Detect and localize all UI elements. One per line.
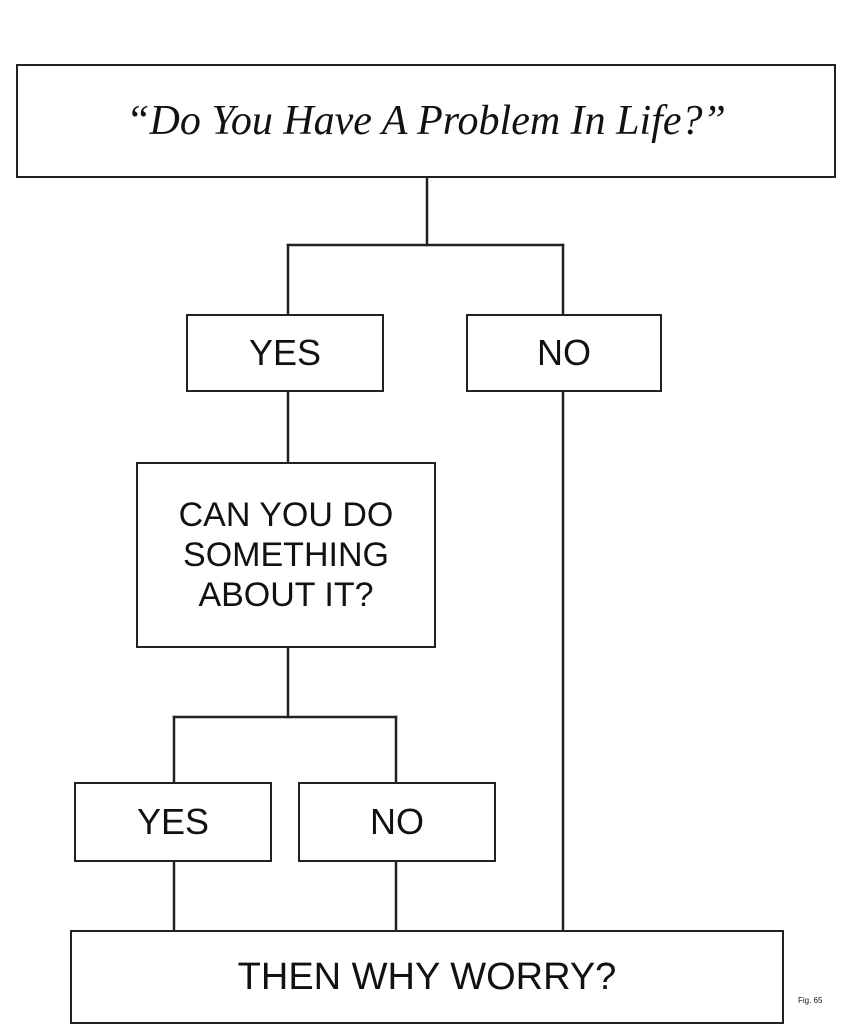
sub-yes-box: YES bbox=[74, 782, 272, 862]
title-text: “Do You Have A Problem In Life?” bbox=[126, 98, 726, 144]
title-box: “Do You Have A Problem In Life?” bbox=[16, 64, 836, 178]
figure-label: Fig. 65 bbox=[798, 996, 823, 1005]
sub-yes-label: YES bbox=[136, 801, 210, 842]
sub-no-label: NO bbox=[370, 801, 424, 842]
no-box: NO bbox=[466, 314, 662, 392]
sub-no-box: NO bbox=[298, 782, 496, 862]
conclusion-box: THEN WHY WORRY? bbox=[70, 930, 784, 1024]
yes-label: YES bbox=[248, 332, 322, 373]
question-box: CAN YOU DO SOMETHING ABOUT IT? bbox=[136, 462, 436, 648]
yes-box: YES bbox=[186, 314, 384, 392]
question-text: CAN YOU DO SOMETHING ABOUT IT? bbox=[178, 496, 394, 614]
conclusion-text: THEN WHY WORRY? bbox=[237, 955, 617, 998]
no-label: NO bbox=[537, 332, 591, 373]
